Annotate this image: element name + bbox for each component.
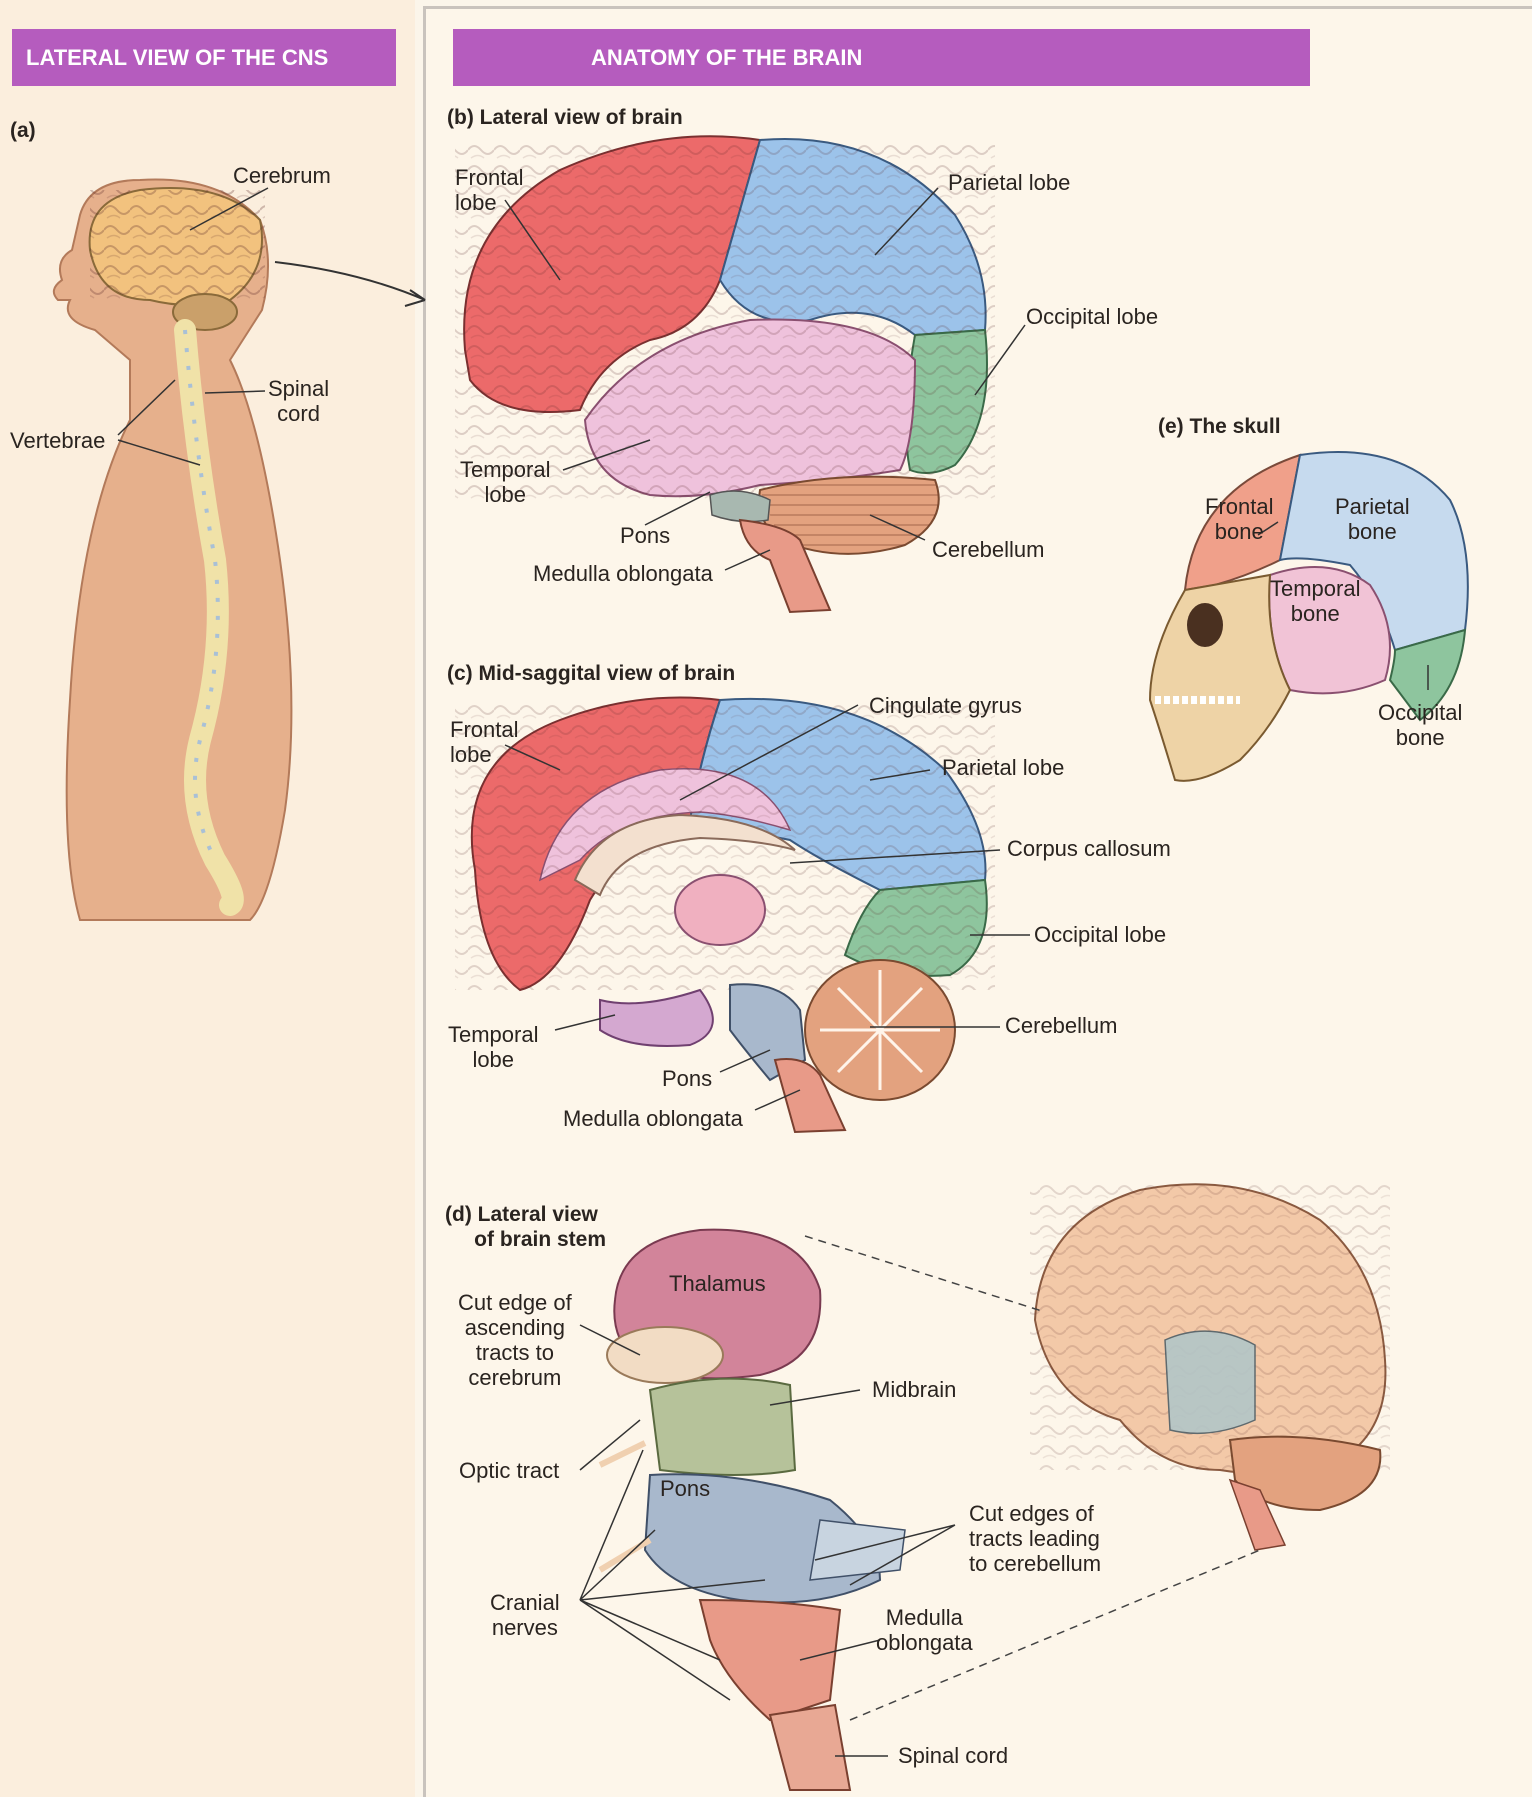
brain-banner-text: ANATOMY OF THE BRAIN (591, 44, 863, 70)
thalamus-c-shape (674, 874, 766, 946)
pons-label-b: Pons (620, 523, 671, 548)
spinal-cord-label-d: Spinal cord (898, 1743, 1009, 1768)
parietal-bone-label: Parietal bone (1335, 494, 1410, 544)
vertebrae-label: Vertebrae (10, 428, 106, 453)
medulla-label-c: Medulla oblongata (563, 1106, 743, 1131)
leader-lines (117, 187, 1429, 1757)
cerebellum-label-b: Cerebellum (932, 537, 1045, 562)
cerebellum-label-c: Cerebellum (1005, 1013, 1118, 1038)
pons-label-c: Pons (662, 1066, 713, 1091)
parietal-bone-shape (1278, 451, 1469, 652)
temporal-lobe-label-c: Temporal lobe (448, 1022, 539, 1072)
midbrain-label: Midbrain (872, 1377, 957, 1402)
parietal-lobe-label-b: Parietal lobe (948, 170, 1071, 195)
parietal-lobe-label-c: Parietal lobe (942, 755, 1065, 780)
medulla-label-d: Medulla oblongata (876, 1605, 973, 1655)
cingulate-gyrus-label: Cingulate gyrus (869, 693, 1022, 718)
panel-d-title: (d) Lateral view of brain stem (445, 1203, 607, 1251)
panel-a-label: (a) (10, 119, 36, 142)
pons-label-d: Pons (660, 1476, 711, 1501)
corpus-callosum-label: Corpus callosum (1007, 836, 1171, 861)
corpus-callosum-shape (573, 813, 796, 897)
brainstem-c-shape (729, 983, 807, 1082)
medulla-d-shape (698, 1598, 842, 1722)
pons-b-shape (709, 490, 771, 523)
occipital-lobe-label-c: Occipital lobe (1034, 922, 1167, 947)
zoom-line-top (804, 1235, 1046, 1313)
cut-edges-cerebellum-label: Cut edges of tracts leading to cerebellu… (969, 1501, 1102, 1576)
cns-banner-text: LATERAL VIEW OF THE CNS (26, 44, 329, 70)
face-bones-shape (1148, 573, 1292, 782)
brain-stem-illustration (598, 1228, 906, 1791)
cranial-nerves-label: Cranial nerves (490, 1590, 560, 1640)
midbrain-shape (648, 1377, 797, 1476)
cut-edge-shape (606, 1326, 724, 1384)
medulla-label-b: Medulla oblongata (533, 561, 713, 586)
reference-brain (1030, 1180, 1390, 1551)
cns-figure (52, 178, 293, 921)
cns-banner: LATERAL VIEW OF THE CNS (12, 29, 396, 86)
temporal-c-shape (599, 988, 714, 1047)
frontal-lobe-label-c: Frontal lobe (450, 717, 519, 767)
brain-lateral (455, 135, 995, 614)
occipital-lobe-label-b: Occipital lobe (1026, 304, 1159, 329)
frontal-bone-label: Frontal bone (1205, 494, 1274, 544)
spinal-cord-label: Spinal cord (268, 376, 330, 426)
arrow-to-brain (274, 261, 426, 307)
medulla-c-shape (773, 1058, 847, 1134)
temporal-bone-label: Temporal bone (1270, 576, 1361, 626)
frontal-lobe-label-b: Frontal lobe (455, 165, 524, 215)
zoom-line-bottom (849, 1549, 1261, 1721)
frontal-bone-shape (1183, 453, 1302, 592)
brain-banner: ANATOMY OF THE BRAIN (453, 29, 1310, 86)
panel-e-title: (e) The skull (1158, 415, 1281, 438)
optic-tract-label: Optic tract (459, 1458, 560, 1483)
panel-b-title: (b) Lateral view of brain (447, 106, 683, 129)
skull-illustration (1148, 451, 1469, 782)
cut-edge-ascending-label: Cut edge of ascending tracts to cerebrum (458, 1290, 572, 1390)
medulla-b-shape (738, 518, 832, 614)
occipital-bone-label: Occipital bone (1378, 700, 1463, 750)
torso-silhouette (52, 178, 293, 921)
temporal-lobe-label-b: Temporal lobe (460, 457, 551, 507)
brain-sagittal (455, 696, 995, 1134)
spinal-cord-d-shape (768, 1703, 852, 1791)
cerebrum-label: Cerebrum (233, 163, 331, 188)
thalamus-label: Thalamus (669, 1271, 766, 1296)
panel-c-title: (c) Mid-saggital view of brain (447, 662, 736, 685)
